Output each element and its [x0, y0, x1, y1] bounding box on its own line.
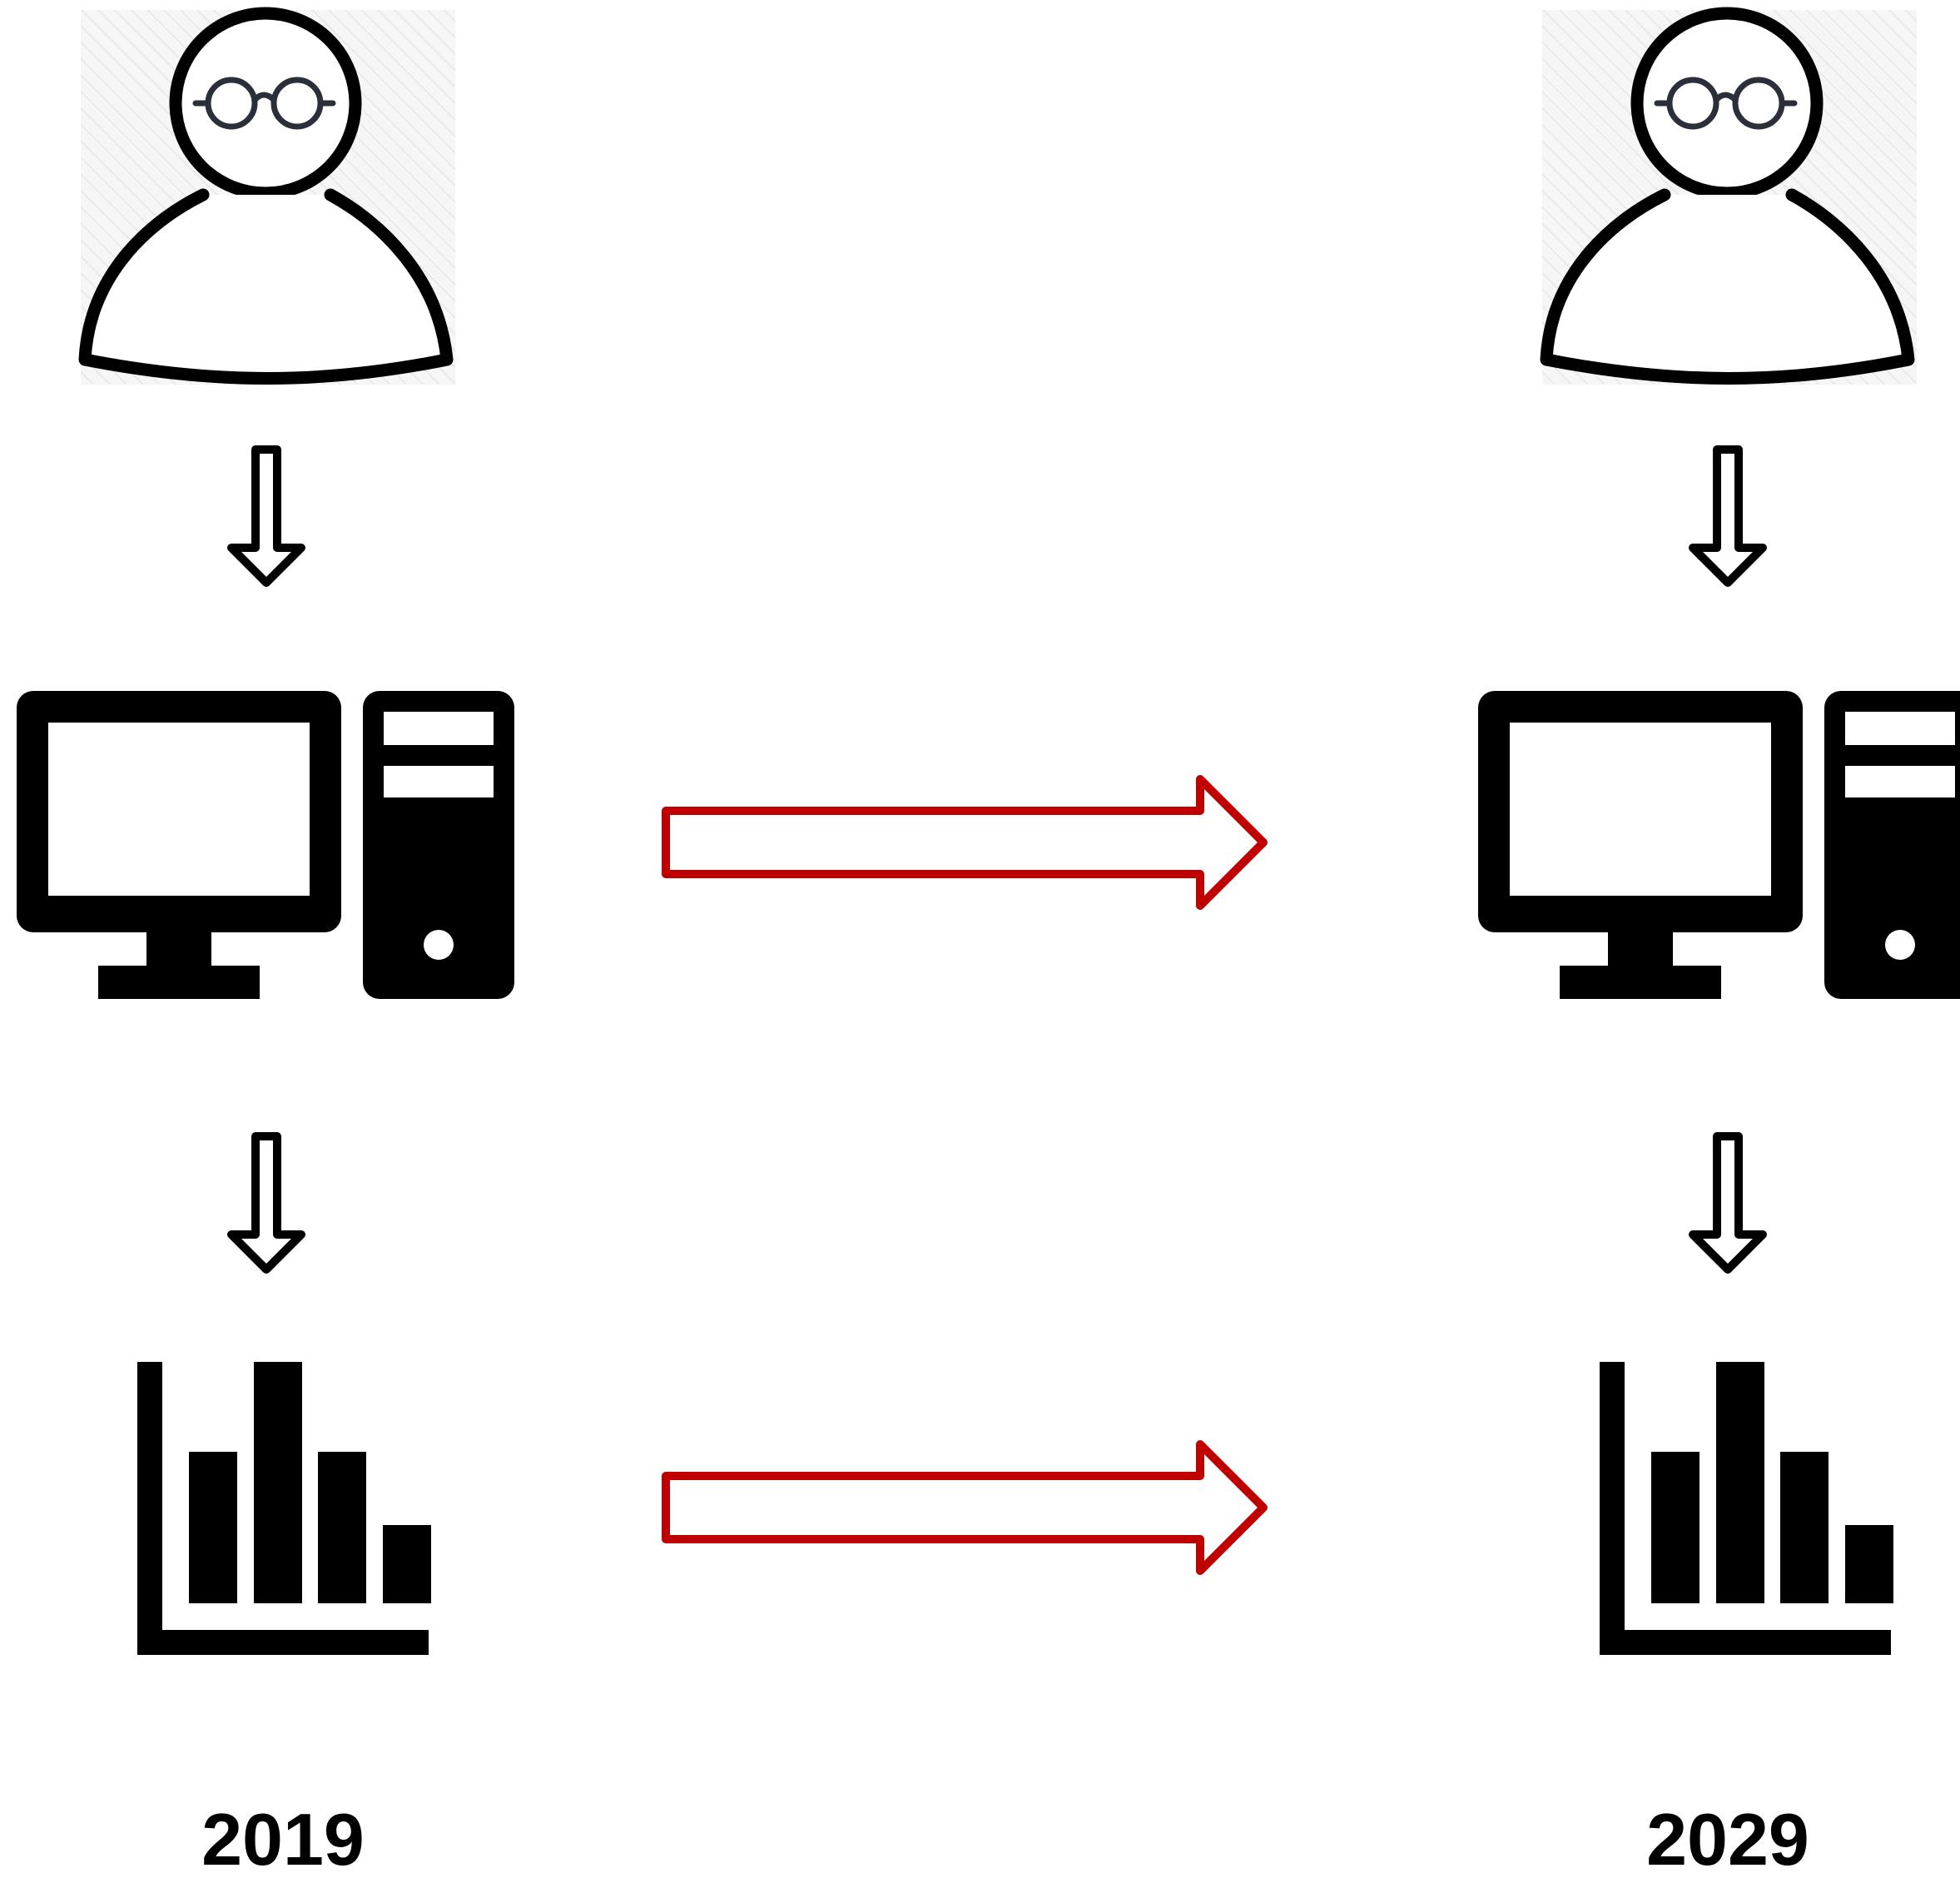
person-with-glasses-icon: [81, 10, 455, 385]
column-2029: 2029: [1478, 10, 1960, 1878]
down-arrow-icon: [1693, 1136, 1763, 1269]
bar-chart-icon: [137, 1362, 431, 1655]
bar-chart-icon: [1600, 1362, 1893, 1655]
desktop-computer-icon: [1478, 691, 1960, 999]
year-label-2029: 2029: [1646, 1798, 1809, 1878]
down-arrow-icon: [231, 450, 301, 583]
right-arrow-icon: [666, 1444, 1263, 1571]
down-arrow-icon: [1693, 450, 1763, 583]
desktop-computer-icon: [17, 691, 514, 999]
column-2019: 2019: [17, 10, 514, 1878]
person-with-glasses-icon: [1542, 10, 1917, 385]
down-arrow-icon: [231, 1136, 301, 1269]
right-arrow-icon: [666, 779, 1263, 906]
year-label-2019: 2019: [201, 1798, 365, 1878]
